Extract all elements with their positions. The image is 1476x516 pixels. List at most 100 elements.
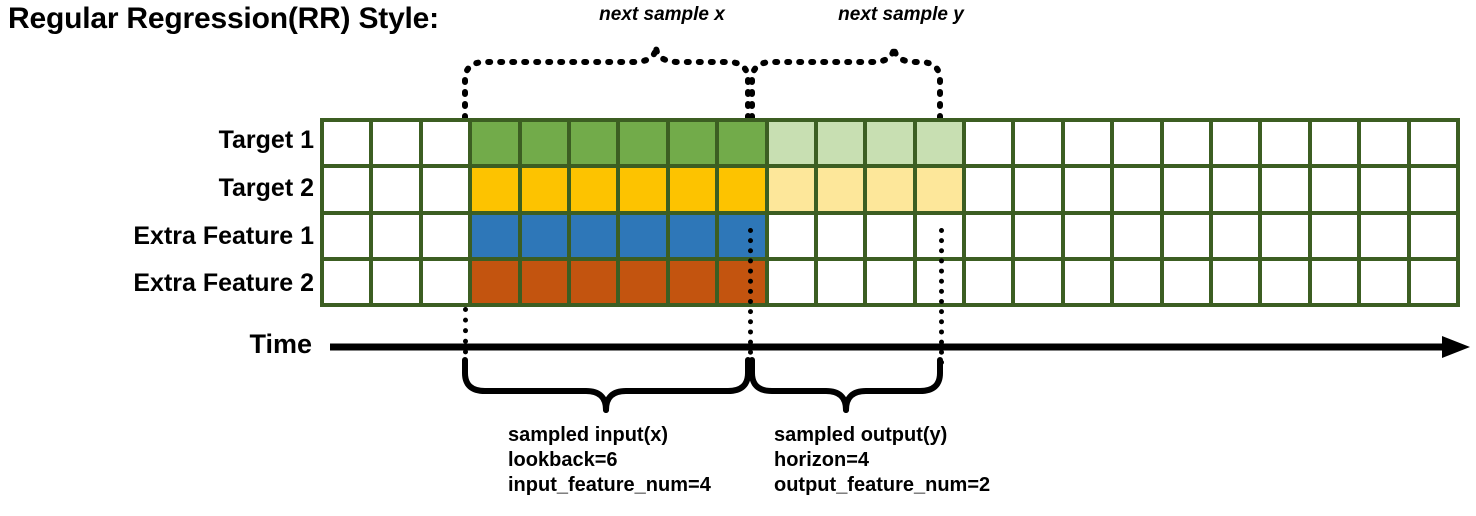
grid-cell-r2-c14 (1015, 214, 1061, 257)
grid-cell-r3-c11 (867, 260, 913, 303)
grid-cell-r3-c10 (817, 260, 864, 303)
caption-sampled-input: sampled input(x) lookback=6 input_featur… (508, 423, 711, 498)
grid-cell-r1-c7 (669, 168, 716, 211)
grid-cell-r2-c2 (422, 214, 469, 257)
grid-cell-r0-c8 (719, 122, 765, 165)
grid-cell-r0-c10 (817, 122, 864, 165)
grid-cell-r1-c0 (324, 168, 370, 211)
caption-sampled-output-line-1: sampled output(y) (774, 424, 948, 446)
caption-sampled-output-line-2: horizon=4 (774, 449, 870, 471)
grid-cell-r0-c21 (1361, 122, 1407, 165)
grid-cell-r0-c1 (373, 122, 419, 165)
grid-cell-r3-c17 (1163, 260, 1210, 303)
grid-cell-r3-c0 (324, 260, 370, 303)
grid-cell-r3-c7 (669, 260, 716, 303)
grid-cell-r0-c9 (768, 122, 814, 165)
grid-cell-r0-c11 (867, 122, 913, 165)
grid-cell-r3-c18 (1213, 260, 1259, 303)
grid-cell-r2-c19 (1262, 214, 1308, 257)
grid-cell-r1-c20 (1311, 168, 1358, 211)
grid-cell-r2-c9 (768, 214, 814, 257)
grid-cell-r2-c15 (1064, 214, 1111, 257)
grid-cell-r0-c0 (324, 122, 370, 165)
grid-cell-r1-c3 (472, 168, 518, 211)
grid-cell-r0-c16 (1114, 122, 1160, 165)
grid-cell-r1-c12 (916, 168, 963, 211)
grid-cell-r1-c15 (1064, 168, 1111, 211)
grid-cell-r0-c6 (620, 122, 666, 165)
grid-cell-r0-c20 (1311, 122, 1358, 165)
timeline-grid (320, 118, 1460, 307)
grid-cell-r3-c4 (521, 260, 567, 303)
grid-cell-r2-c21 (1361, 214, 1407, 257)
grid-cell-r3-c16 (1114, 260, 1160, 303)
grid-cell-r0-c17 (1163, 122, 1210, 165)
grid-cell-r1-c10 (817, 168, 864, 211)
grid-cell-r0-c22 (1410, 122, 1456, 165)
grid-cell-r0-c3 (472, 122, 518, 165)
grid-cell-r2-c8 (719, 214, 765, 257)
guide-line-input-end (748, 228, 753, 365)
grid-cell-r1-c16 (1114, 168, 1160, 211)
grid-cell-r1-c1 (373, 168, 419, 211)
caption-sampled-output: sampled output(y) horizon=4 output_featu… (774, 423, 990, 498)
grid-cell-r0-c18 (1213, 122, 1259, 165)
grid-cell-r0-c5 (570, 122, 617, 165)
caption-sampled-input-line-3: input_feature_num=4 (508, 474, 711, 496)
label-next-sample-x: next sample x (599, 4, 725, 25)
grid-cell-r2-c0 (324, 214, 370, 257)
grid-cell-r2-c17 (1163, 214, 1210, 257)
grid-cell-r0-c7 (669, 122, 716, 165)
grid-cell-r2-c20 (1311, 214, 1358, 257)
grid-cell-r0-c12 (916, 122, 963, 165)
grid-cell-r0-c19 (1262, 122, 1308, 165)
grid-cell-r1-c2 (422, 168, 469, 211)
grid-cell-r2-c10 (817, 214, 864, 257)
grid-cell-r3-c5 (570, 260, 617, 303)
grid-cell-r1-c11 (867, 168, 913, 211)
grid-cell-r2-c1 (373, 214, 419, 257)
guide-line-output-end (939, 228, 944, 365)
grid-cell-r3-c1 (373, 260, 419, 303)
caption-sampled-input-line-2: lookback=6 (508, 449, 618, 471)
grid-cell-r2-c16 (1114, 214, 1160, 257)
grid-cell-r3-c14 (1015, 260, 1061, 303)
grid-cell-r3-c21 (1361, 260, 1407, 303)
grid-cell-r2-c22 (1410, 214, 1456, 257)
label-next-sample-y: next sample y (838, 4, 964, 25)
grid-cell-r1-c6 (620, 168, 666, 211)
guide-line-input-start (463, 307, 468, 365)
grid-cell-r3-c19 (1262, 260, 1308, 303)
grid-cell-r1-c4 (521, 168, 567, 211)
grid-cell-r1-c22 (1410, 168, 1456, 211)
grid-cell-r0-c2 (422, 122, 469, 165)
grid-cell-r1-c18 (1213, 168, 1259, 211)
grid-cell-r3-c2 (422, 260, 469, 303)
grid-cell-r1-c21 (1361, 168, 1407, 211)
time-axis-arrow (330, 336, 1470, 358)
grid-cell-r1-c14 (1015, 168, 1061, 211)
grid-cell-r2-c4 (521, 214, 567, 257)
grid-cell-r0-c14 (1015, 122, 1061, 165)
grid-cell-r3-c9 (768, 260, 814, 303)
grid-cell-r3-c3 (472, 260, 518, 303)
grid-cell-r2-c13 (966, 214, 1012, 257)
grid-cell-r0-c15 (1064, 122, 1111, 165)
page-title: Regular Regression(RR) Style: (8, 2, 439, 35)
time-axis-label: Time (249, 329, 312, 359)
grid-cell-r2-c11 (867, 214, 913, 257)
row-label-extra-feature-2: Extra Feature 2 (133, 269, 314, 297)
grid-cell-r1-c19 (1262, 168, 1308, 211)
grid-cell-r1-c9 (768, 168, 814, 211)
grid-cell-r1-c17 (1163, 168, 1210, 211)
grid-cell-r3-c15 (1064, 260, 1111, 303)
grid-cell-r2-c7 (669, 214, 716, 257)
grid-cell-r0-c13 (966, 122, 1012, 165)
grid-cell-r3-c22 (1410, 260, 1456, 303)
grid-cell-r1-c8 (719, 168, 765, 211)
grid-cell-r3-c20 (1311, 260, 1358, 303)
row-label-extra-feature-1: Extra Feature 1 (133, 222, 314, 250)
grid-cell-r2-c3 (472, 214, 518, 257)
grid-cell-r3-c8 (719, 260, 765, 303)
